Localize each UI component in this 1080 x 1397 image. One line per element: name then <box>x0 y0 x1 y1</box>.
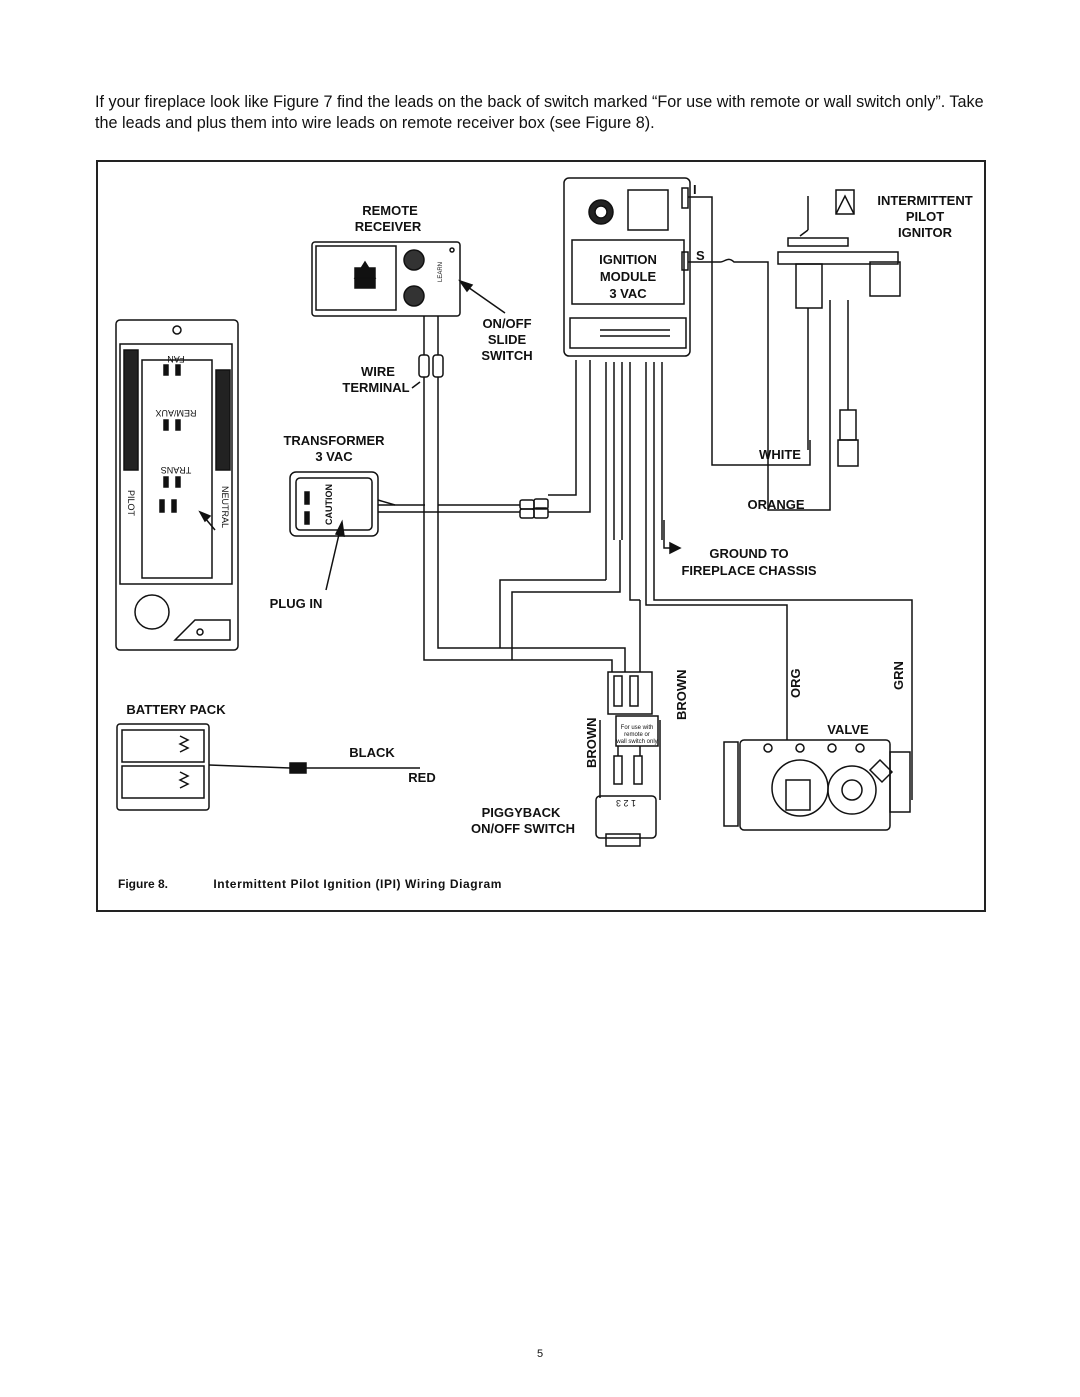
slide-switch-label: ON/OFF <box>482 316 531 331</box>
brown-right-label: BROWN <box>674 669 689 720</box>
intro-paragraph: If your fireplace look like Figure 7 fin… <box>95 93 984 132</box>
terminal-s-label: S <box>696 248 705 263</box>
brown-left-label: BROWN <box>584 717 599 768</box>
red-wire-label: RED <box>408 770 435 785</box>
black-wire-label: BLACK <box>349 745 395 760</box>
transformer-label: 3 VAC <box>315 449 353 464</box>
terminal-i-label: I <box>693 182 697 197</box>
for-use-label: remote or <box>624 732 650 738</box>
caution-label: CAUTION <box>324 484 334 525</box>
panel-remaux-label: REM/AUX <box>155 408 196 418</box>
wire-terminal-label: TERMINAL <box>342 380 409 395</box>
piggyback-label: ON/OFF SWITCH <box>471 821 575 836</box>
remote-receiver-label: RECEIVER <box>355 219 422 234</box>
ground-label: FIREPLACE CHASSIS <box>681 563 816 578</box>
wire-terminal-label: WIRE <box>361 364 395 379</box>
slide-switch-label: SWITCH <box>481 348 532 363</box>
panel-trans-label: TRANS <box>161 465 192 475</box>
ipi-label: PILOT <box>906 209 944 224</box>
ipi-label: IGNITOR <box>898 225 953 240</box>
panel-fan-label: FAN <box>167 354 185 364</box>
org-wire-label: ORG <box>788 668 803 698</box>
white-wire-label: WHITE <box>759 447 801 462</box>
for-use-label: For use with <box>621 725 654 731</box>
remote-receiver <box>311 241 461 317</box>
remote-receiver-label: REMOTE <box>362 203 418 218</box>
figure-frame <box>96 160 986 912</box>
pilot-ignitor <box>777 189 901 467</box>
outlet-panel <box>115 319 239 651</box>
valve-label: VALVE <box>827 722 869 737</box>
ignition-module <box>563 177 691 357</box>
grn-wire-label: GRN <box>891 661 906 690</box>
panel-neutral-label: NEUTRAL <box>220 486 230 528</box>
slide-switch-label: SLIDE <box>488 332 527 347</box>
ignition-module-label: IGNITION <box>599 252 657 267</box>
figure-number: Figure 8. <box>118 877 169 891</box>
orange-wire-label: ORANGE <box>747 497 804 512</box>
ground-label: GROUND TO <box>709 546 788 561</box>
learn-label: LEARN <box>438 262 444 282</box>
switch-numbers: 1 2 3 <box>616 798 636 808</box>
transformer-label: TRANSFORMER <box>283 433 385 448</box>
panel-pilot-label: PILOT <box>126 490 136 517</box>
ignition-module-label: 3 VAC <box>609 286 647 301</box>
ipi-label: INTERMITTENT <box>877 193 972 208</box>
battery-pack-label: BATTERY PACK <box>126 702 226 717</box>
gas-valve <box>723 739 911 831</box>
piggyback-switch <box>595 671 661 847</box>
plug-in-label: PLUG IN <box>270 596 323 611</box>
figure-caption: Figure 8. Intermittent Pilot Ignition (I… <box>118 877 502 891</box>
battery-pack <box>116 723 420 811</box>
piggyback-label: PIGGYBACK <box>482 805 561 820</box>
transformer <box>289 471 396 537</box>
ignition-module-label: MODULE <box>600 269 657 284</box>
for-use-label: wall switch only <box>615 739 657 745</box>
page-number: 5 <box>536 1348 544 1360</box>
figure-title: Intermittent Pilot Ignition (IPI) Wiring… <box>213 877 503 891</box>
